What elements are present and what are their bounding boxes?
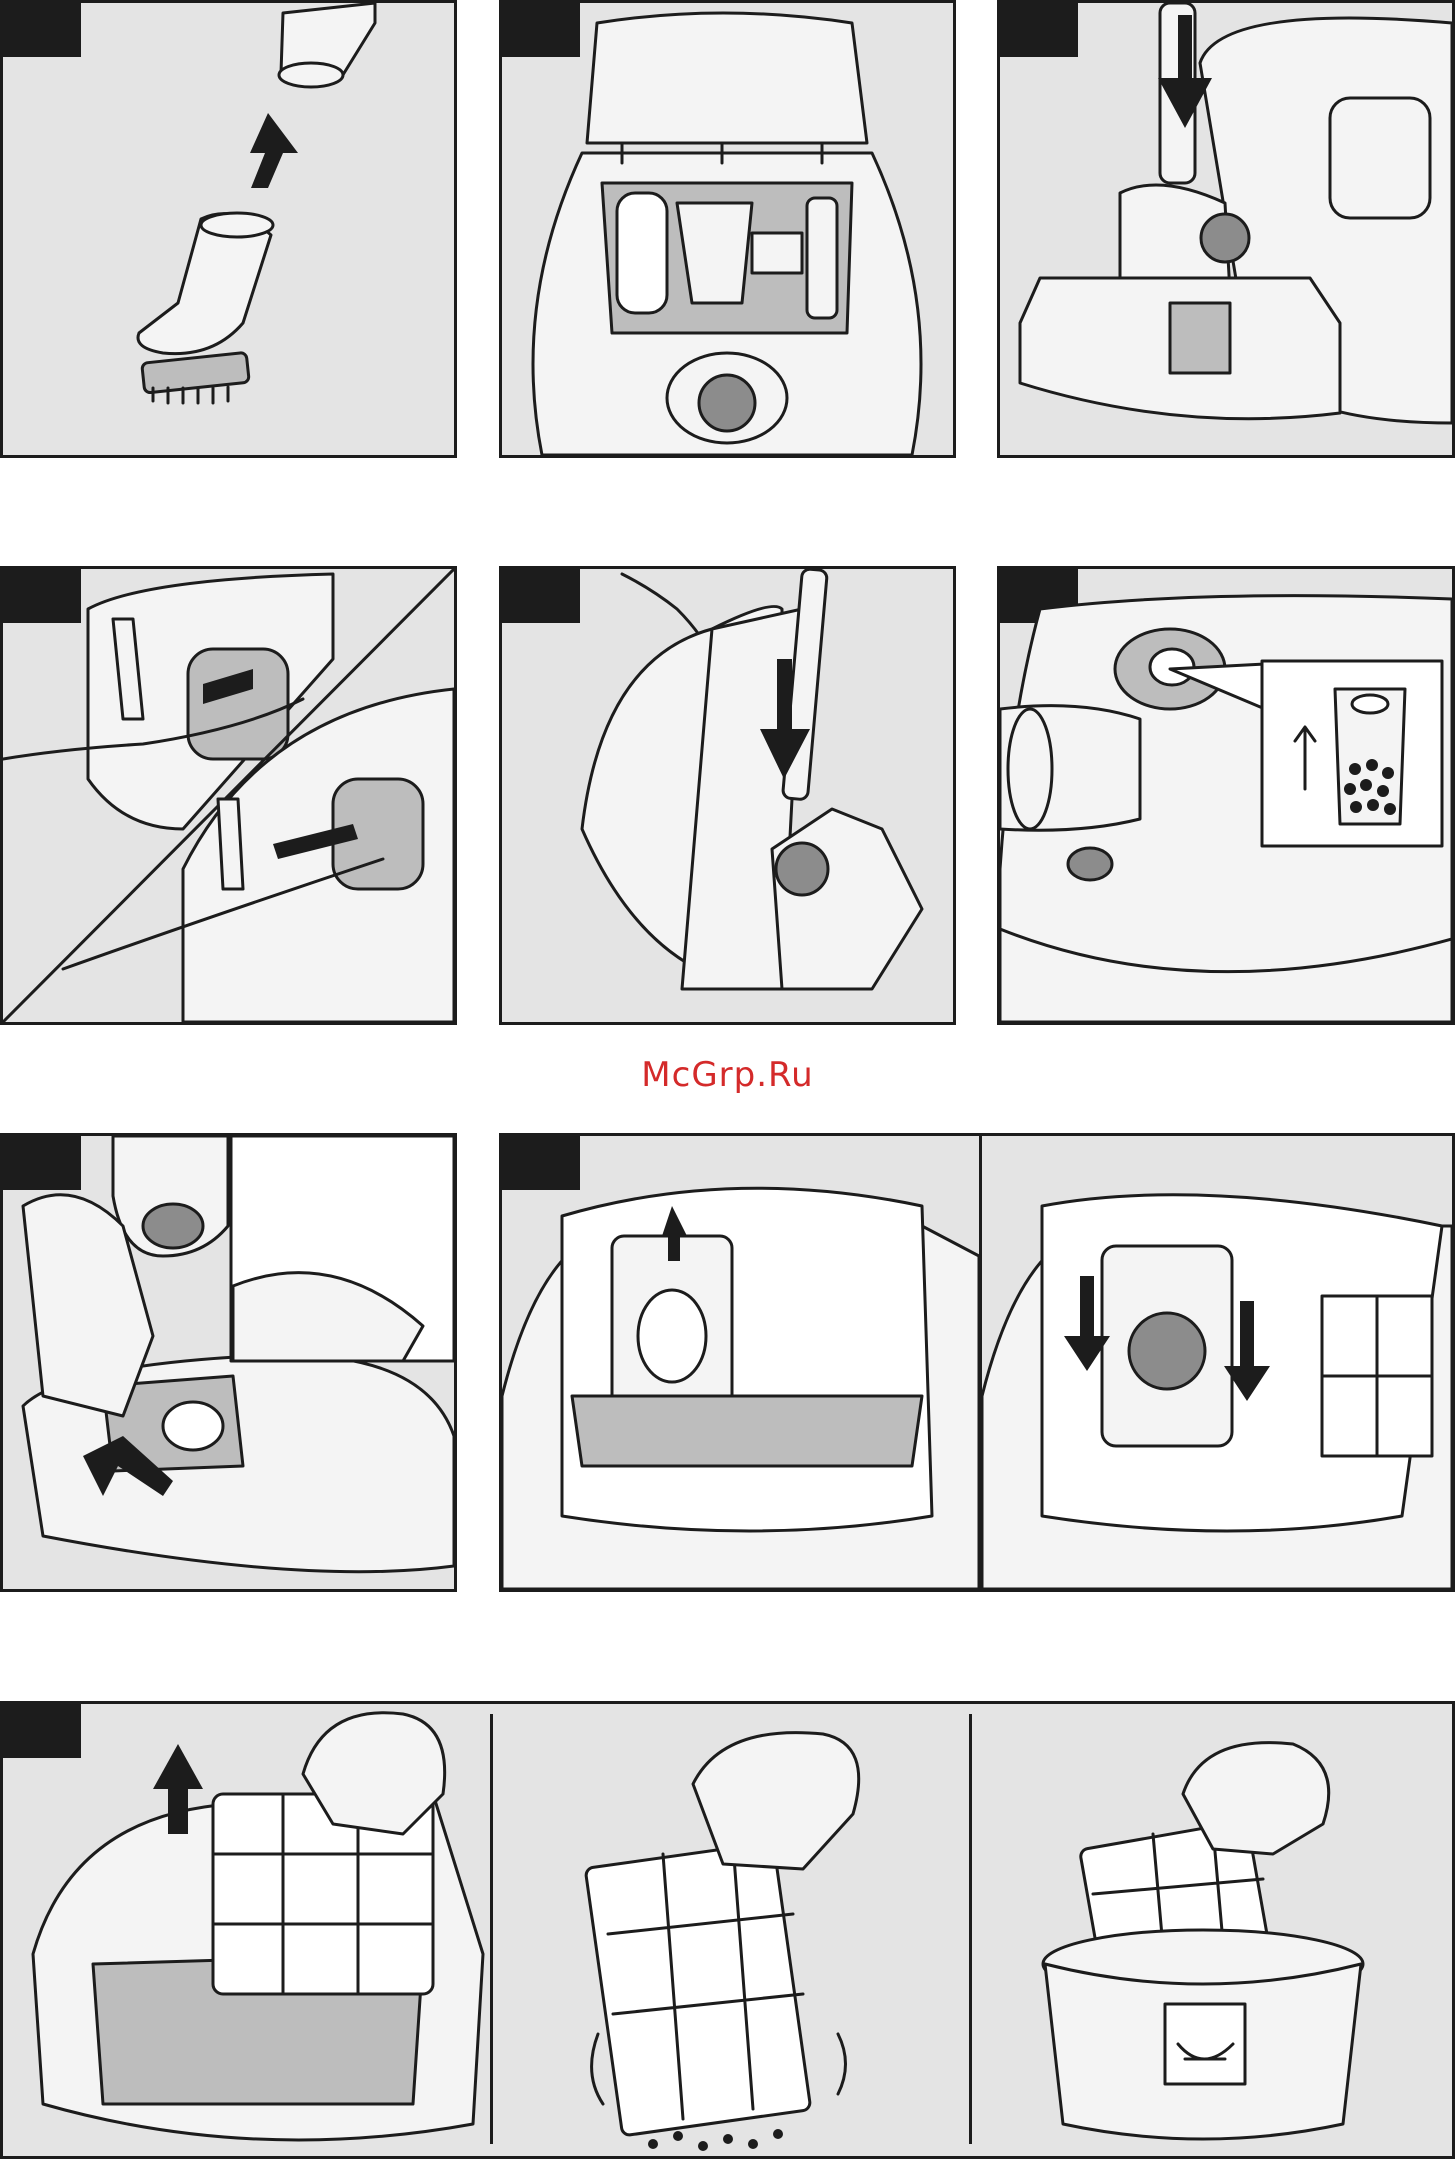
dust-bag-remove-icon bbox=[502, 1188, 979, 1589]
panel-dust-bag bbox=[499, 1133, 1455, 1592]
filter-shake-icon bbox=[585, 1733, 859, 2151]
power-cord-icon bbox=[3, 569, 454, 1022]
upholstery-nozzle-icon bbox=[3, 3, 454, 455]
filter-remove-icon bbox=[33, 1713, 483, 2140]
panel-filter bbox=[0, 1701, 1455, 2159]
filter-steps-icon bbox=[3, 1704, 1452, 2156]
dust-bag-insert-icon bbox=[982, 1195, 1452, 1589]
watermark: McGrp.Ru bbox=[0, 1055, 1455, 1095]
panel-open-lid-accessories bbox=[499, 0, 956, 458]
wash-basin-icon bbox=[1043, 1743, 1363, 2139]
hand-open-lid-icon bbox=[3, 1136, 454, 1589]
panel-attach-nozzle bbox=[0, 0, 457, 458]
floor-nozzle-icon bbox=[1000, 3, 1452, 455]
panel-pull-out-cord bbox=[0, 566, 457, 1025]
panel-attach-floor-nozzle bbox=[997, 0, 1455, 458]
panel-bag-indicator bbox=[997, 566, 1455, 1025]
dust-bag-icon bbox=[502, 1136, 1452, 1589]
parking-icon bbox=[502, 569, 953, 1022]
bag-full-indicator-icon bbox=[1000, 569, 1452, 1022]
panel-park-position bbox=[499, 566, 956, 1025]
panel-open-bag-compartment bbox=[0, 1133, 457, 1592]
open-lid-icon bbox=[502, 3, 953, 455]
